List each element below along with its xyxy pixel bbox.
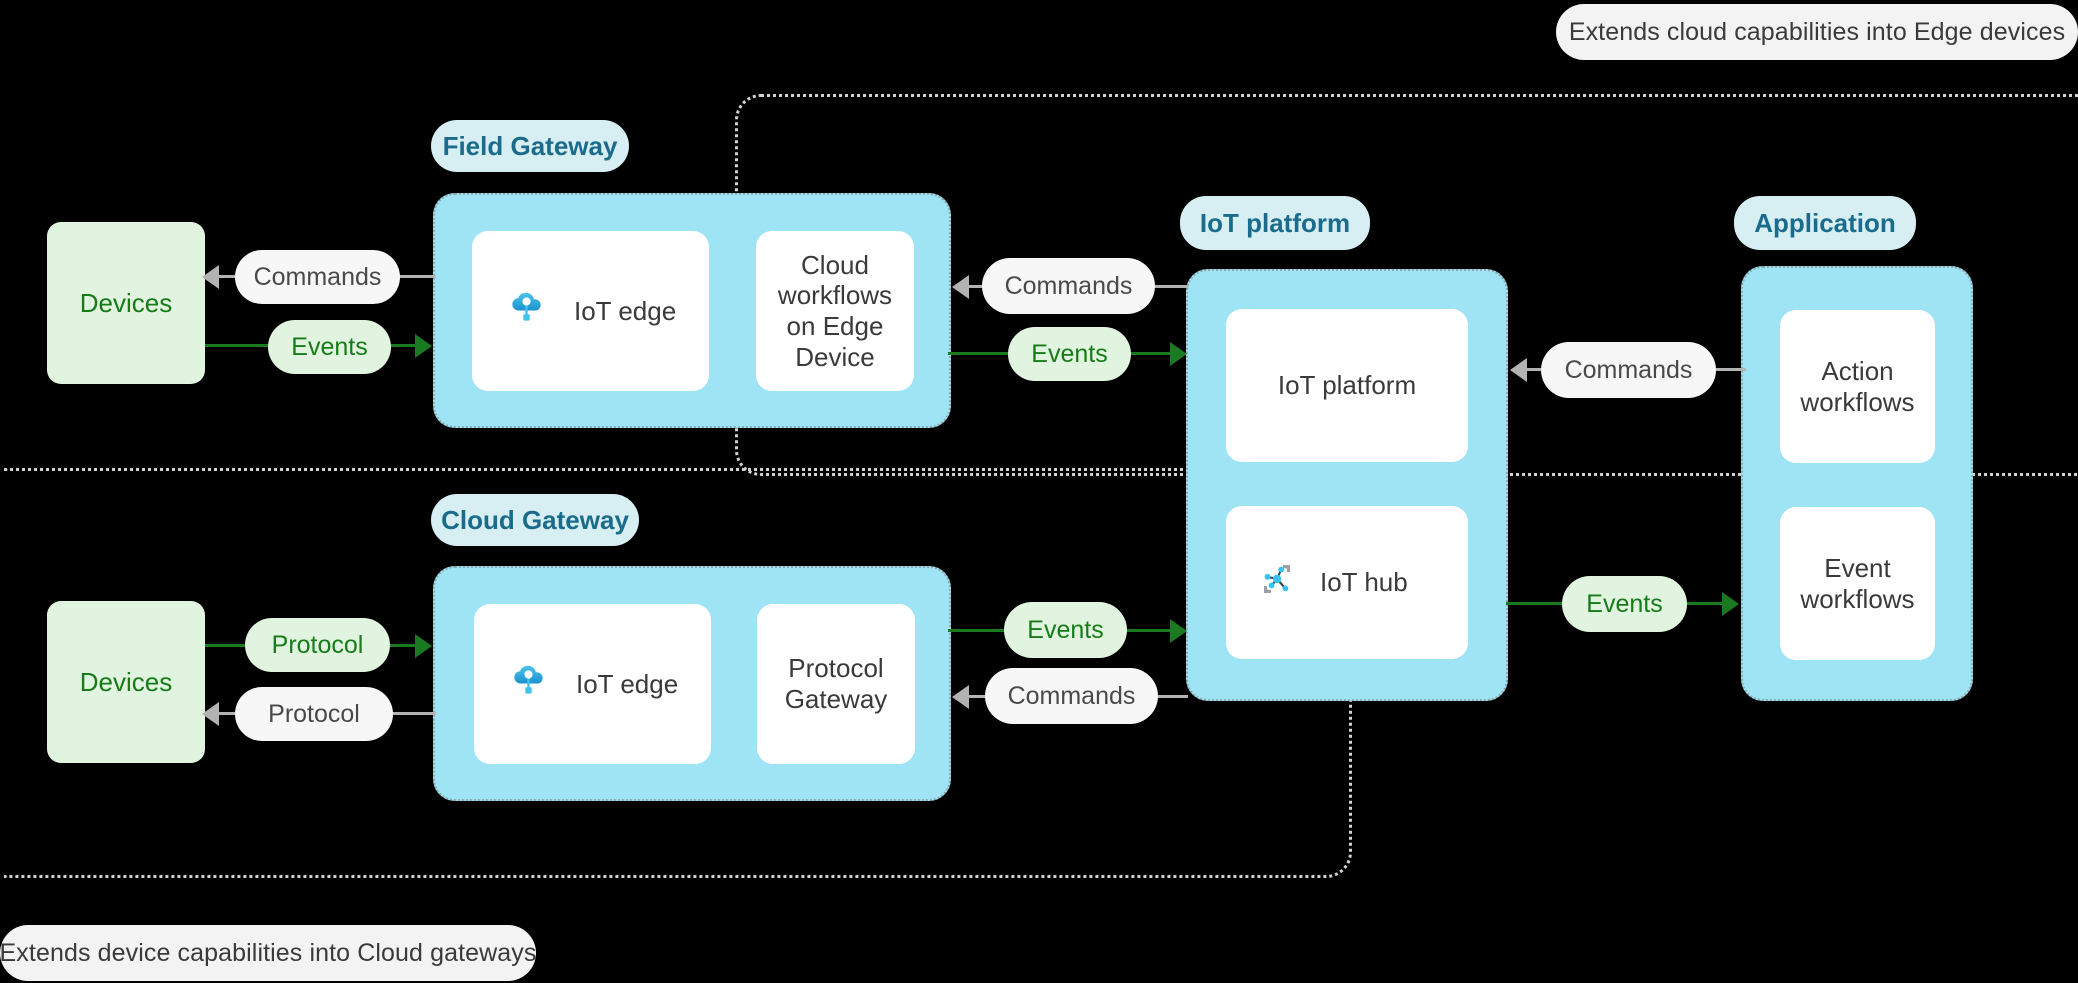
devices-box-bottom: Devices <box>47 601 205 763</box>
pill-field-platform-commands: Commands <box>982 258 1155 314</box>
pill-field-commands: Commands <box>235 250 400 304</box>
card-cloud-workflows-on-edge-device: Cloud workflows on Edge Device <box>756 231 914 391</box>
callout-edge-devices-label: Extends cloud capabilities into Edge dev… <box>1568 17 2066 46</box>
arrow-cloud-to-platform-events <box>1170 619 1187 643</box>
arrow-field-to-platform-events <box>1170 342 1187 366</box>
devices-box-top-label: Devices <box>79 287 173 318</box>
card-iot-platform: IoT platform <box>1226 309 1468 462</box>
card-protocol-gateway-label: Protocol Gateway <box>784 653 888 714</box>
chip-iot-platform-label: IoT platform <box>1199 207 1351 238</box>
pill-field-events-label: Events <box>291 332 368 361</box>
card-event-workflows: Event workflows <box>1780 507 1935 660</box>
pill-cloud-platform-commands-label: Commands <box>1007 681 1136 710</box>
card-iot-hub-label: IoT hub <box>1320 567 1408 598</box>
card-iot-hub: IoT hub <box>1226 506 1468 659</box>
arrow-app-to-platform-commands <box>1510 358 1527 382</box>
pill-field-commands-label: Commands <box>253 262 382 291</box>
card-cloud-iot-edge: IoT edge <box>474 604 711 764</box>
arrow-platform-to-app-events <box>1722 592 1739 616</box>
arrow-devices-to-cloud-protocol <box>415 634 432 658</box>
chip-field-gateway: Field Gateway <box>431 120 629 172</box>
pill-cloud-platform-commands: Commands <box>985 668 1158 724</box>
chip-application: Application <box>1734 196 1916 250</box>
arrow-cloud-to-devices-protocol <box>202 702 219 726</box>
pill-app-platform-events: Events <box>1562 576 1687 632</box>
pill-field-platform-commands-label: Commands <box>1004 271 1133 300</box>
pill-cloud-protocol-out: Protocol <box>245 618 390 672</box>
chip-cloud-gateway: Cloud Gateway <box>431 494 639 546</box>
chip-iot-platform: IoT platform <box>1180 196 1370 250</box>
pill-app-platform-commands: Commands <box>1541 342 1716 398</box>
card-cloud-iot-edge-label: IoT edge <box>576 668 679 699</box>
pill-cloud-platform-events-label: Events <box>1027 615 1104 644</box>
arrow-platform-to-cloud-commands <box>952 685 969 709</box>
chip-field-gateway-label: Field Gateway <box>442 130 618 161</box>
pill-cloud-protocol-out-label: Protocol <box>271 630 364 659</box>
pill-cloud-protocol-in: Protocol <box>235 687 393 741</box>
pill-field-platform-events-label: Events <box>1031 339 1108 368</box>
arrow-field-commands-to-devices <box>202 265 219 289</box>
callout-cloud-gateways-label: Extends device capabilities into Cloud g… <box>0 938 537 967</box>
pill-app-platform-commands-label: Commands <box>1564 355 1693 384</box>
chip-application-label: Application <box>1754 207 1896 238</box>
pill-cloud-platform-events: Events <box>1004 602 1127 658</box>
pill-field-events: Events <box>268 320 391 374</box>
card-field-iot-edge-label: IoT edge <box>574 295 677 326</box>
pill-app-platform-events-label: Events <box>1586 589 1663 618</box>
callout-edge-devices: Extends cloud capabilities into Edge dev… <box>1556 4 2078 60</box>
iot-edge-cloud-icon <box>508 660 550 709</box>
devices-box-top: Devices <box>47 222 205 384</box>
card-event-workflows-label: Event workflows <box>1800 552 1915 614</box>
iot-edge-cloud-icon <box>506 287 548 336</box>
card-action-workflows-label: Action workflows <box>1800 355 1915 417</box>
chip-cloud-gateway-label: Cloud Gateway <box>441 504 629 535</box>
devices-box-bottom-label: Devices <box>79 666 173 697</box>
callout-cloud-gateways: Extends device capabilities into Cloud g… <box>0 925 536 981</box>
card-protocol-gateway: Protocol Gateway <box>757 604 915 764</box>
arrow-platform-to-field-commands <box>952 275 969 299</box>
iot-hub-network-icon <box>1256 558 1298 607</box>
arrow-devices-to-field-events <box>415 334 432 358</box>
card-cloud-workflows-on-edge-device-label: Cloud workflows on Edge Device <box>777 249 893 372</box>
card-iot-platform-label: IoT platform <box>1277 370 1417 401</box>
card-action-workflows: Action workflows <box>1780 310 1935 463</box>
card-field-iot-edge: IoT edge <box>472 231 709 391</box>
pill-field-platform-events: Events <box>1008 327 1131 381</box>
pill-cloud-protocol-in-label: Protocol <box>268 699 360 728</box>
